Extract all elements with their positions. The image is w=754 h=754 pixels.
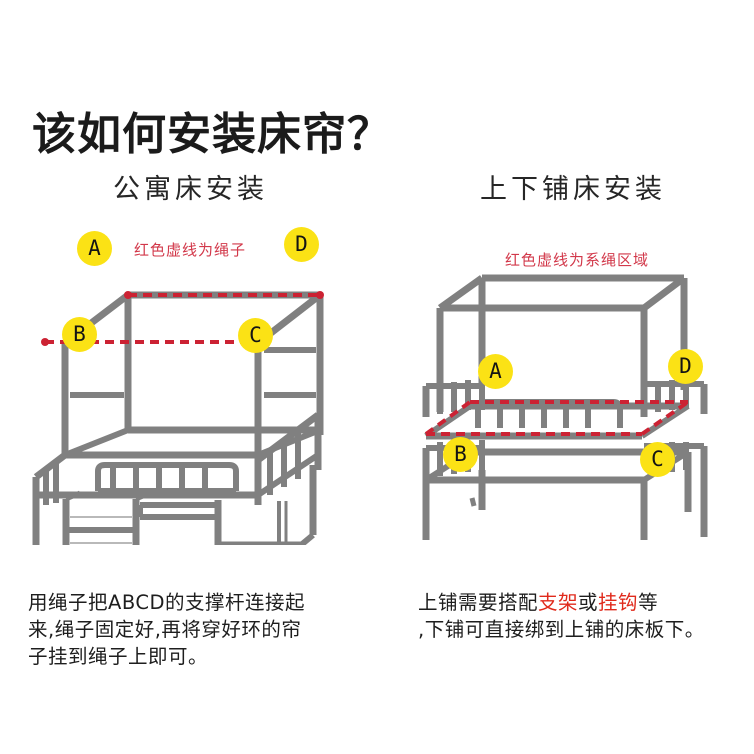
caption-suffix: 等 xyxy=(638,591,659,614)
badge-label: D xyxy=(679,354,692,378)
badge-b-bunk[interactable]: B xyxy=(443,437,478,472)
rope-area-outline xyxy=(424,400,690,436)
badge-d-apartment[interactable]: D xyxy=(284,227,319,262)
page-title: 该如何安装床帘？ xyxy=(32,109,392,160)
badge-c-apartment[interactable]: C xyxy=(238,318,273,353)
caption-highlight-hook: 挂钩 xyxy=(598,591,639,614)
caption-bunk-bed: 上铺需要搭配支架或挂钩等 ,下铺可直接绑到上铺的床板下。 xyxy=(418,589,748,643)
caption-highlight-bracket: 支架 xyxy=(538,591,579,614)
caption-apartment-bed: 用绳子把ABCD的支撑杆连接起 来,绳子固定好,再将穿好环的帘 子挂到绳子上即可… xyxy=(28,589,358,670)
caption-mid: 或 xyxy=(578,591,599,614)
caption-line-2: 来,绳子固定好,再将穿好环的帘 xyxy=(28,618,302,641)
badge-label: B xyxy=(73,322,86,346)
badge-label: B xyxy=(454,442,467,466)
badge-d-bunk[interactable]: D xyxy=(668,349,703,384)
badge-label: C xyxy=(651,447,664,471)
bunk-bed-with-canopy-illustration xyxy=(422,274,708,540)
badge-label: C xyxy=(249,323,262,347)
red-note-bunk-bed: 红色虚线为系绳区域 xyxy=(505,251,650,269)
caption-line-2: ,下铺可直接绑到上铺的床板下。 xyxy=(418,618,705,641)
red-note-apartment-bed: 红色虚线为绳子 xyxy=(134,241,247,259)
loft-bed-with-desk-illustration xyxy=(32,291,324,545)
caption-prefix: 上铺需要搭配 xyxy=(418,591,539,614)
badge-label: D xyxy=(295,232,308,256)
badge-a-bunk[interactable]: A xyxy=(478,354,513,389)
badge-label: A xyxy=(489,359,502,383)
badge-c-bunk[interactable]: C xyxy=(640,442,675,477)
badge-a-apartment[interactable]: A xyxy=(77,231,112,266)
caption-line-1: 上铺需要搭配支架或挂钩等 xyxy=(418,589,748,616)
badge-b-apartment[interactable]: B xyxy=(62,317,97,352)
caption-line-3: 子挂到绳子上即可。 xyxy=(28,645,209,668)
badge-label: A xyxy=(88,236,101,260)
caption-line-1: 用绳子把ABCD的支撑杆连接起 xyxy=(28,591,306,614)
section-heading-apartment-bed: 公寓床安装 xyxy=(113,174,268,205)
section-heading-bunk-bed: 上下铺床安装 xyxy=(480,174,666,205)
